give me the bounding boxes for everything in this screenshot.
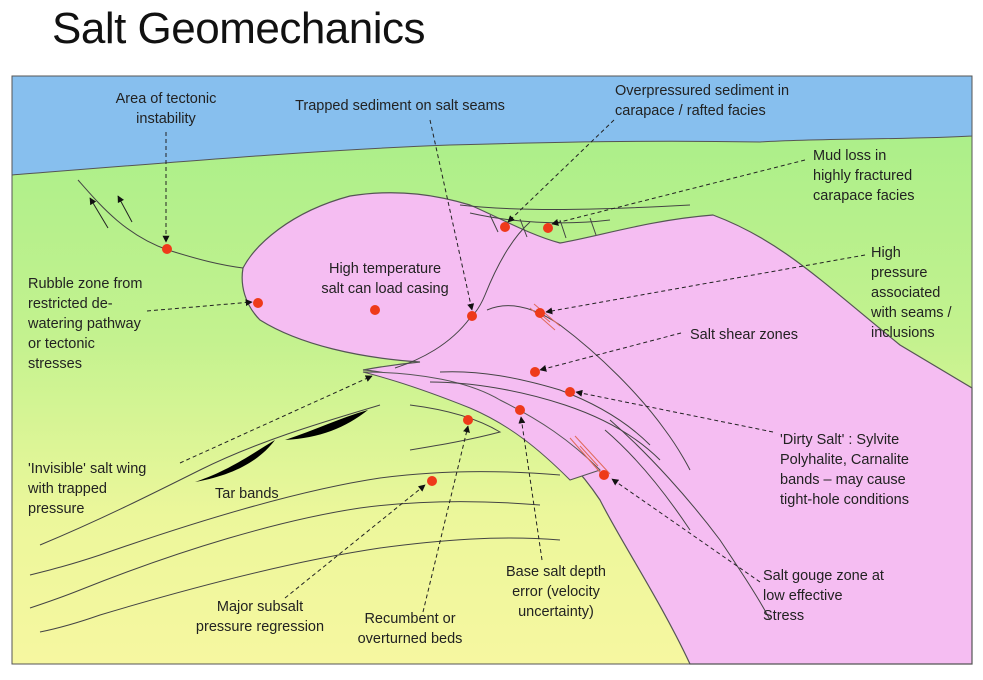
leader-trapped-sediment xyxy=(429,119,475,311)
label-gouge-zone-line: Stress xyxy=(763,608,804,624)
leader-shear xyxy=(539,332,682,372)
leader-gouge xyxy=(611,478,761,583)
label-invisible-wing-line: 'Invisible' salt wing xyxy=(28,461,146,477)
label-rubble-zone-line: or tectonic xyxy=(28,336,95,352)
label-tectonic-instability-line: instability xyxy=(136,111,196,127)
label-tar-bands-line: Tar bands xyxy=(215,486,279,502)
label-tectonic-instability-line: Area of tectonic xyxy=(116,91,217,107)
label-base-salt-line: error (velocity xyxy=(512,584,601,600)
label-overpressured-sediment-line: Overpressured sediment in xyxy=(615,83,789,99)
label-tectonic-instability: Area of tectonic instability xyxy=(116,91,217,127)
leader-recumbent xyxy=(422,425,470,613)
hazard-point-tectonic xyxy=(162,244,172,254)
hazard-point-shear xyxy=(530,367,540,377)
label-high-temperature-line: High temperature xyxy=(329,261,441,277)
salt-body xyxy=(241,192,973,665)
leader-base-salt xyxy=(518,416,543,561)
label-subsalt-regression-line: pressure regression xyxy=(196,619,324,635)
label-rubble-zone-line: restricted de- xyxy=(28,296,113,312)
leader-subsalt xyxy=(284,484,426,599)
hazard-point-dirty-salt xyxy=(565,387,575,397)
label-overpressured-sediment-line: carapace / rafted facies xyxy=(615,103,766,119)
hazard-point-rubble xyxy=(253,298,263,308)
hazard-point-trapped-sediment xyxy=(467,311,477,321)
label-high-pressure-line: High xyxy=(871,245,901,261)
label-invisible-wing-line: with trapped xyxy=(27,481,107,497)
label-overpressured-sediment: Overpressured sediment in carapace / raft… xyxy=(615,83,789,119)
leader-overpressured xyxy=(507,119,615,223)
geologic-lines xyxy=(29,179,771,633)
leader-lines xyxy=(146,119,866,613)
label-subsalt-regression: Major subsalt pressure regression xyxy=(196,599,324,635)
label-high-temperature-line: salt can load casing xyxy=(321,281,448,297)
hazard-point-mud-loss xyxy=(543,223,553,233)
label-recumbent-beds-line: Recumbent or xyxy=(364,611,455,627)
label-high-pressure-line: pressure xyxy=(871,265,927,281)
leader-dirty-salt xyxy=(575,389,774,433)
hazard-point-subsalt xyxy=(427,476,437,486)
label-dirty-salt-line: tight-hole conditions xyxy=(780,492,909,508)
label-trapped-sediment: Trapped sediment on salt seams xyxy=(295,98,505,114)
leader-rubble xyxy=(146,299,253,312)
label-base-salt: Base salt depth error (velocity uncertaint… xyxy=(506,564,606,620)
label-high-pressure-line: with seams / xyxy=(870,305,953,321)
leader-mud-loss xyxy=(551,159,806,226)
label-subsalt-regression-line: Major subsalt xyxy=(217,599,303,615)
hazard-point-base-salt xyxy=(515,405,525,415)
label-tar-bands: Tar bands xyxy=(215,486,279,502)
label-mud-loss-line: highly fractured xyxy=(813,168,912,184)
hazard-point-high-temperature xyxy=(370,305,380,315)
label-base-salt-line: uncertainty) xyxy=(518,604,594,620)
label-rubble-zone-line: Rubble zone from xyxy=(28,276,142,292)
fault-arrows xyxy=(89,195,133,229)
leader-high-pressure xyxy=(545,254,866,315)
hazard-point-overpressured xyxy=(500,222,510,232)
label-gouge-zone-line: Salt gouge zone at xyxy=(763,568,884,584)
label-trapped-sediment-line: Trapped sediment on salt seams xyxy=(295,98,505,114)
sea-layer xyxy=(11,75,973,176)
label-mud-loss-line: Mud loss in xyxy=(813,148,886,164)
label-high-temperature: High temperature salt can load casing xyxy=(321,261,448,297)
label-mud-loss-line: carapace facies xyxy=(813,188,915,204)
annotation-labels: Area of tectonic instability Trapped sedi… xyxy=(27,83,953,647)
label-recumbent-beds: Recumbent or overturned beds xyxy=(358,611,463,647)
page-title: Salt Geomechanics xyxy=(52,4,426,53)
label-high-pressure-line: associated xyxy=(871,285,940,301)
label-shear-zones-line: Salt shear zones xyxy=(690,327,798,343)
salt-wing xyxy=(362,371,601,481)
label-rubble-zone-line: watering pathway xyxy=(27,316,142,332)
label-gouge-zone-line: low effective xyxy=(763,588,843,604)
label-rubble-zone-line: stresses xyxy=(28,356,82,372)
hazard-point-high-pressure xyxy=(535,308,545,318)
label-dirty-salt-line: 'Dirty Salt' : Sylvite xyxy=(780,432,899,448)
label-invisible-wing: 'Invisible' salt wing with trapped pressur… xyxy=(27,461,146,517)
label-rubble-zone: Rubble zone from restricted de-watering p… xyxy=(27,276,142,372)
tar-bands xyxy=(195,410,368,482)
label-high-pressure: High pressure associated with seams / inclus… xyxy=(870,245,953,341)
label-high-pressure-line: inclusions xyxy=(871,325,935,341)
label-base-salt-line: Base salt depth xyxy=(506,564,606,580)
label-invisible-wing-line: pressure xyxy=(28,501,84,517)
label-dirty-salt-line: bands – may cause xyxy=(780,472,906,488)
label-dirty-salt-line: Polyhalite, Carnalite xyxy=(780,452,909,468)
hazard-point-recumbent xyxy=(463,415,473,425)
label-mud-loss: Mud loss in highly fractured carapace faci… xyxy=(813,148,915,204)
label-recumbent-beds-line: overturned beds xyxy=(358,631,463,647)
label-shear-zones: Salt shear zones xyxy=(690,327,798,343)
hazard-points xyxy=(162,222,609,486)
hazard-point-gouge xyxy=(599,470,609,480)
leader-invisible-wing xyxy=(179,375,373,464)
